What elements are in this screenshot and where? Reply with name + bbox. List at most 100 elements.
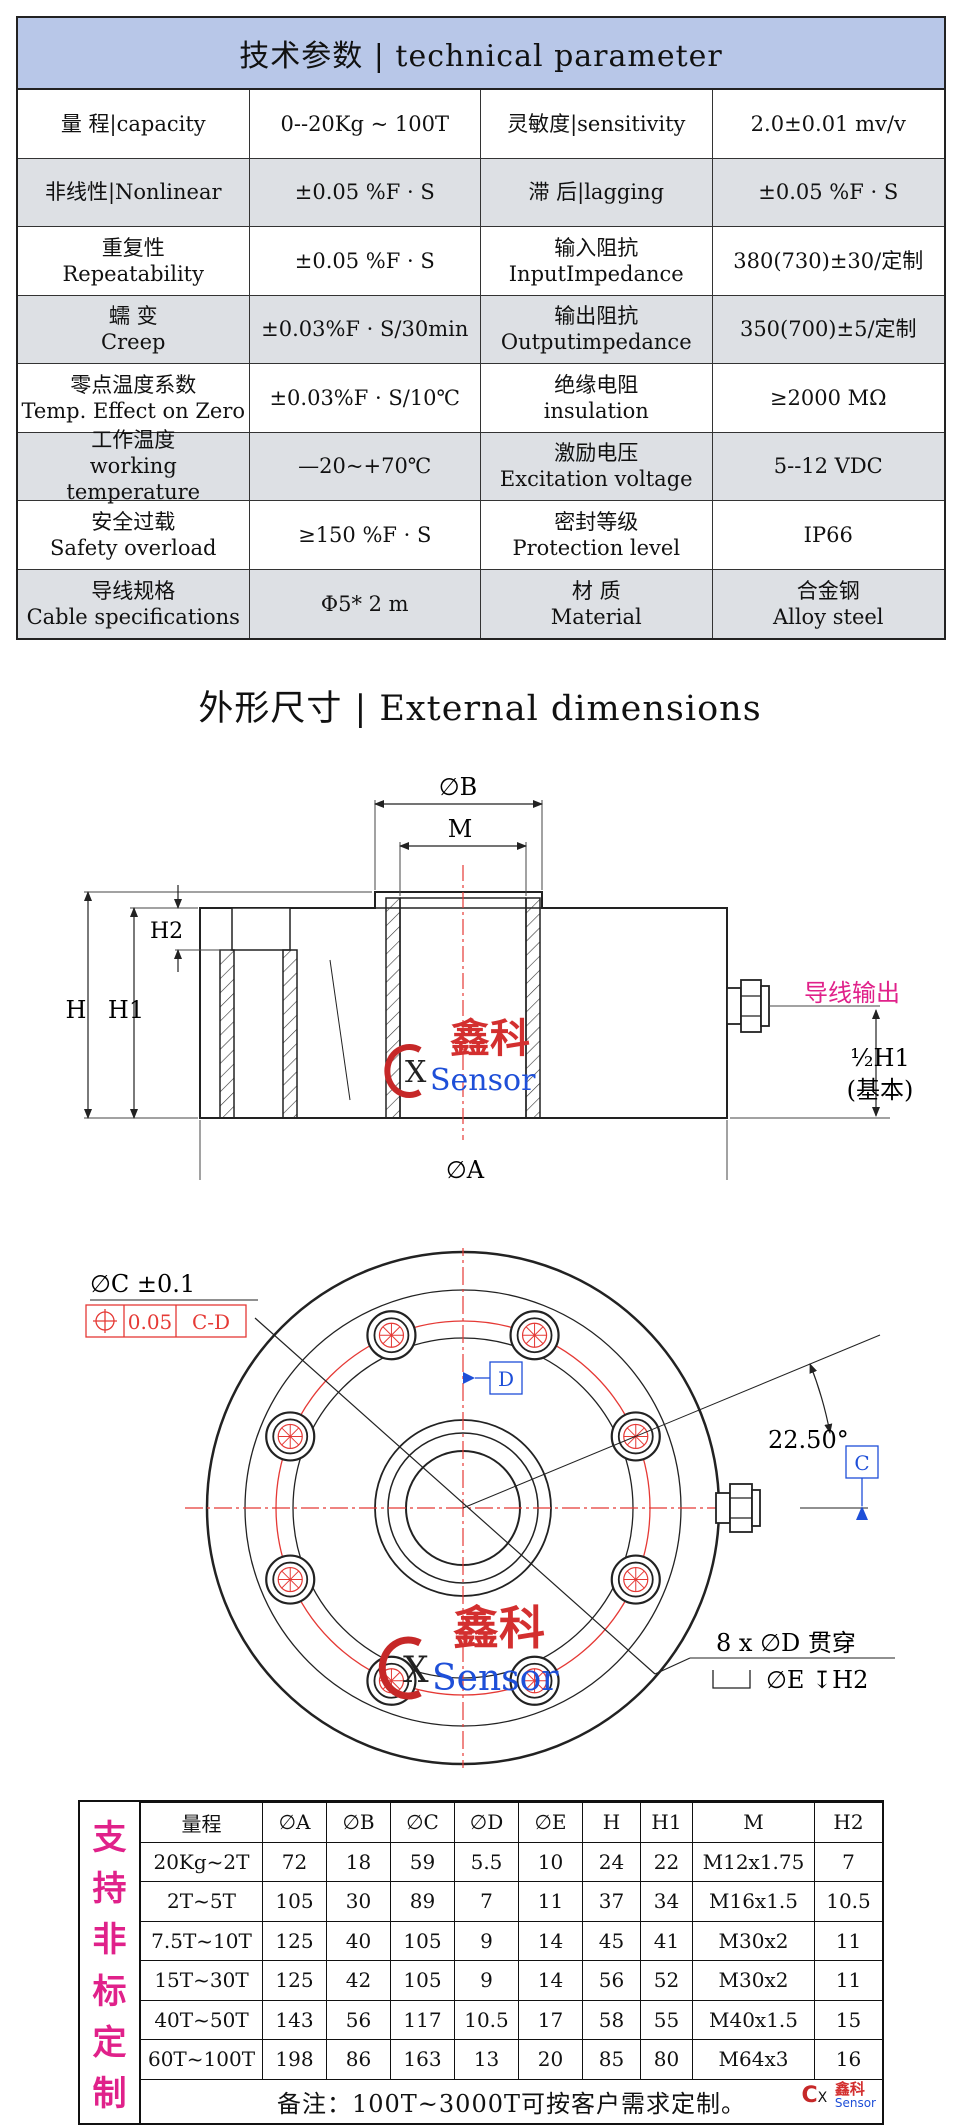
spec-cell: 380(730)±30/定制 xyxy=(713,227,945,295)
custom-support-char: 定 xyxy=(92,2022,127,2063)
spec-cell-line: 350(700)±5/定制 xyxy=(739,317,917,342)
spec-cell-line: ±0.03%F · S/30min xyxy=(261,317,469,342)
spec-cell-line: 输出阻抗 xyxy=(554,304,639,328)
brand-logo-top: X 鑫科 Sensor xyxy=(378,1601,559,1700)
spec-cell: ±0.03%F · S/30min xyxy=(250,295,481,363)
dim-a-label: ∅A xyxy=(446,1156,485,1180)
spec-cell-line: 灵敏度|sensitivity xyxy=(507,111,686,136)
spec-cell-line: ±0.05 %F · S xyxy=(758,180,899,205)
note-text: 备注：100T~3000T可按客户需求定制。 xyxy=(276,2089,746,2118)
logo-en-small: Sensor xyxy=(834,2095,876,2110)
custom-support-char: 支 xyxy=(92,1818,127,1859)
size-cell: 20Kg~2T xyxy=(140,1841,263,1882)
spec-cell-line: Material xyxy=(550,604,642,629)
size-cell: 10 xyxy=(518,1841,583,1882)
size-cell: 30 xyxy=(326,1881,391,1922)
bolt-hole xyxy=(509,1655,560,1706)
size-cell: 58 xyxy=(582,1999,641,2040)
spec-cell-line: 重复性 xyxy=(101,235,165,260)
spec-cell-line: 工作温度 xyxy=(91,427,176,452)
size-cell: 13 xyxy=(454,2039,519,2080)
tolerance-datum: C-D xyxy=(192,1310,230,1334)
bolt-hole xyxy=(509,1310,560,1361)
spec-cell: 灵敏度|sensitivity xyxy=(481,90,713,158)
size-cell: M64x3 xyxy=(692,2039,815,2080)
size-cell: 15T~30T xyxy=(140,1960,263,2001)
datum-d-box xyxy=(489,1361,523,1395)
side-view-drawing: ∅B M H H1 H2 ∅A 导线输出 ½H1 (基本) X 鑫科 Senso… xyxy=(66,773,913,1180)
dim-h-label: H xyxy=(66,996,87,1024)
logo-en-text-top: Sensor xyxy=(432,1658,559,1699)
spec-cell-line: Alloy steel xyxy=(772,604,884,629)
dim-b-label: ∅B xyxy=(439,773,478,801)
spec-cell: 2.0±0.01 mv/v xyxy=(713,90,945,158)
size-cell: 80 xyxy=(640,2039,693,2080)
spec-cell: ≥2000 MΩ xyxy=(713,364,945,432)
holes-callout: 8 x ∅D 贯穿 xyxy=(716,1629,856,1657)
size-cell: 163 xyxy=(390,2039,455,2080)
spec-table-title: 技术参数 | technical parameter xyxy=(18,18,944,90)
spec-cell: 350(700)±5/定制 xyxy=(713,296,945,364)
cable-gland xyxy=(726,979,770,1033)
counterbore-icon xyxy=(712,1670,751,1689)
spec-cell-line: ±0.05 %F · S xyxy=(294,248,435,273)
spec-cell-line: 5--12 VDC xyxy=(773,454,883,479)
custom-support-char: 标 xyxy=(92,1971,127,2012)
datum-c-box xyxy=(845,1445,879,1479)
spec-cell-line: 380(730)±30/定制 xyxy=(733,248,924,273)
bolt-hole xyxy=(366,1310,417,1361)
spec-cell: IP66 xyxy=(713,501,945,569)
spec-cell-line: working temperature xyxy=(66,454,201,505)
spec-cell-line: 2.0±0.01 mv/v xyxy=(750,111,906,136)
size-cell: M30x2 xyxy=(692,1920,815,1961)
bolt-hole xyxy=(265,1554,316,1605)
size-header-cell: H1 xyxy=(640,1802,693,1843)
position-tolerance-frame: 0.05 C-D xyxy=(85,1304,247,1338)
size-header-cell: M xyxy=(692,1802,815,1843)
custom-support-label: 支持非标定制 xyxy=(80,1802,140,2123)
spec-cell-line: 输入阻抗 xyxy=(554,235,639,260)
logo-cn-small: 鑫科 xyxy=(834,2079,865,2098)
hole-wall-left xyxy=(219,949,235,1119)
size-cell: 60T~100T xyxy=(140,2039,263,2080)
size-cell: 9 xyxy=(454,1960,519,2001)
size-cell: 16 xyxy=(814,2039,883,2080)
spec-cell-line: 蠕 变 xyxy=(108,304,158,328)
spec-cell: ±0.05 %F · S xyxy=(250,158,481,226)
size-cell: 11 xyxy=(814,1960,883,2001)
size-cell: 56 xyxy=(582,1960,641,2001)
custom-support-char: 制 xyxy=(92,2073,127,2114)
size-cell: 22 xyxy=(640,1841,693,1882)
spec-cell: ±0.05 %F · S xyxy=(713,159,945,227)
size-cell: 52 xyxy=(640,1960,693,2001)
spec-cell: —20~+70℃ xyxy=(250,432,481,500)
size-header-cell: 量程 xyxy=(140,1802,263,1843)
size-cell: 143 xyxy=(262,1999,327,2040)
size-cell: M16x1.5 xyxy=(692,1881,815,1922)
datum-c-label: C xyxy=(854,1451,869,1475)
spec-cell-line: 量 程|capacity xyxy=(60,111,206,136)
spec-cell-line: ≥150 %F · S xyxy=(298,522,432,547)
bolt-hole xyxy=(610,1554,661,1605)
dim-c-label: ∅C ±0.1 xyxy=(90,1270,195,1298)
size-cell: 11 xyxy=(814,1920,883,1961)
logo-cn-text: 鑫科 xyxy=(450,1015,530,1062)
bolt-hole xyxy=(265,1411,316,1462)
spec-cell: 量 程|capacity xyxy=(18,90,250,158)
